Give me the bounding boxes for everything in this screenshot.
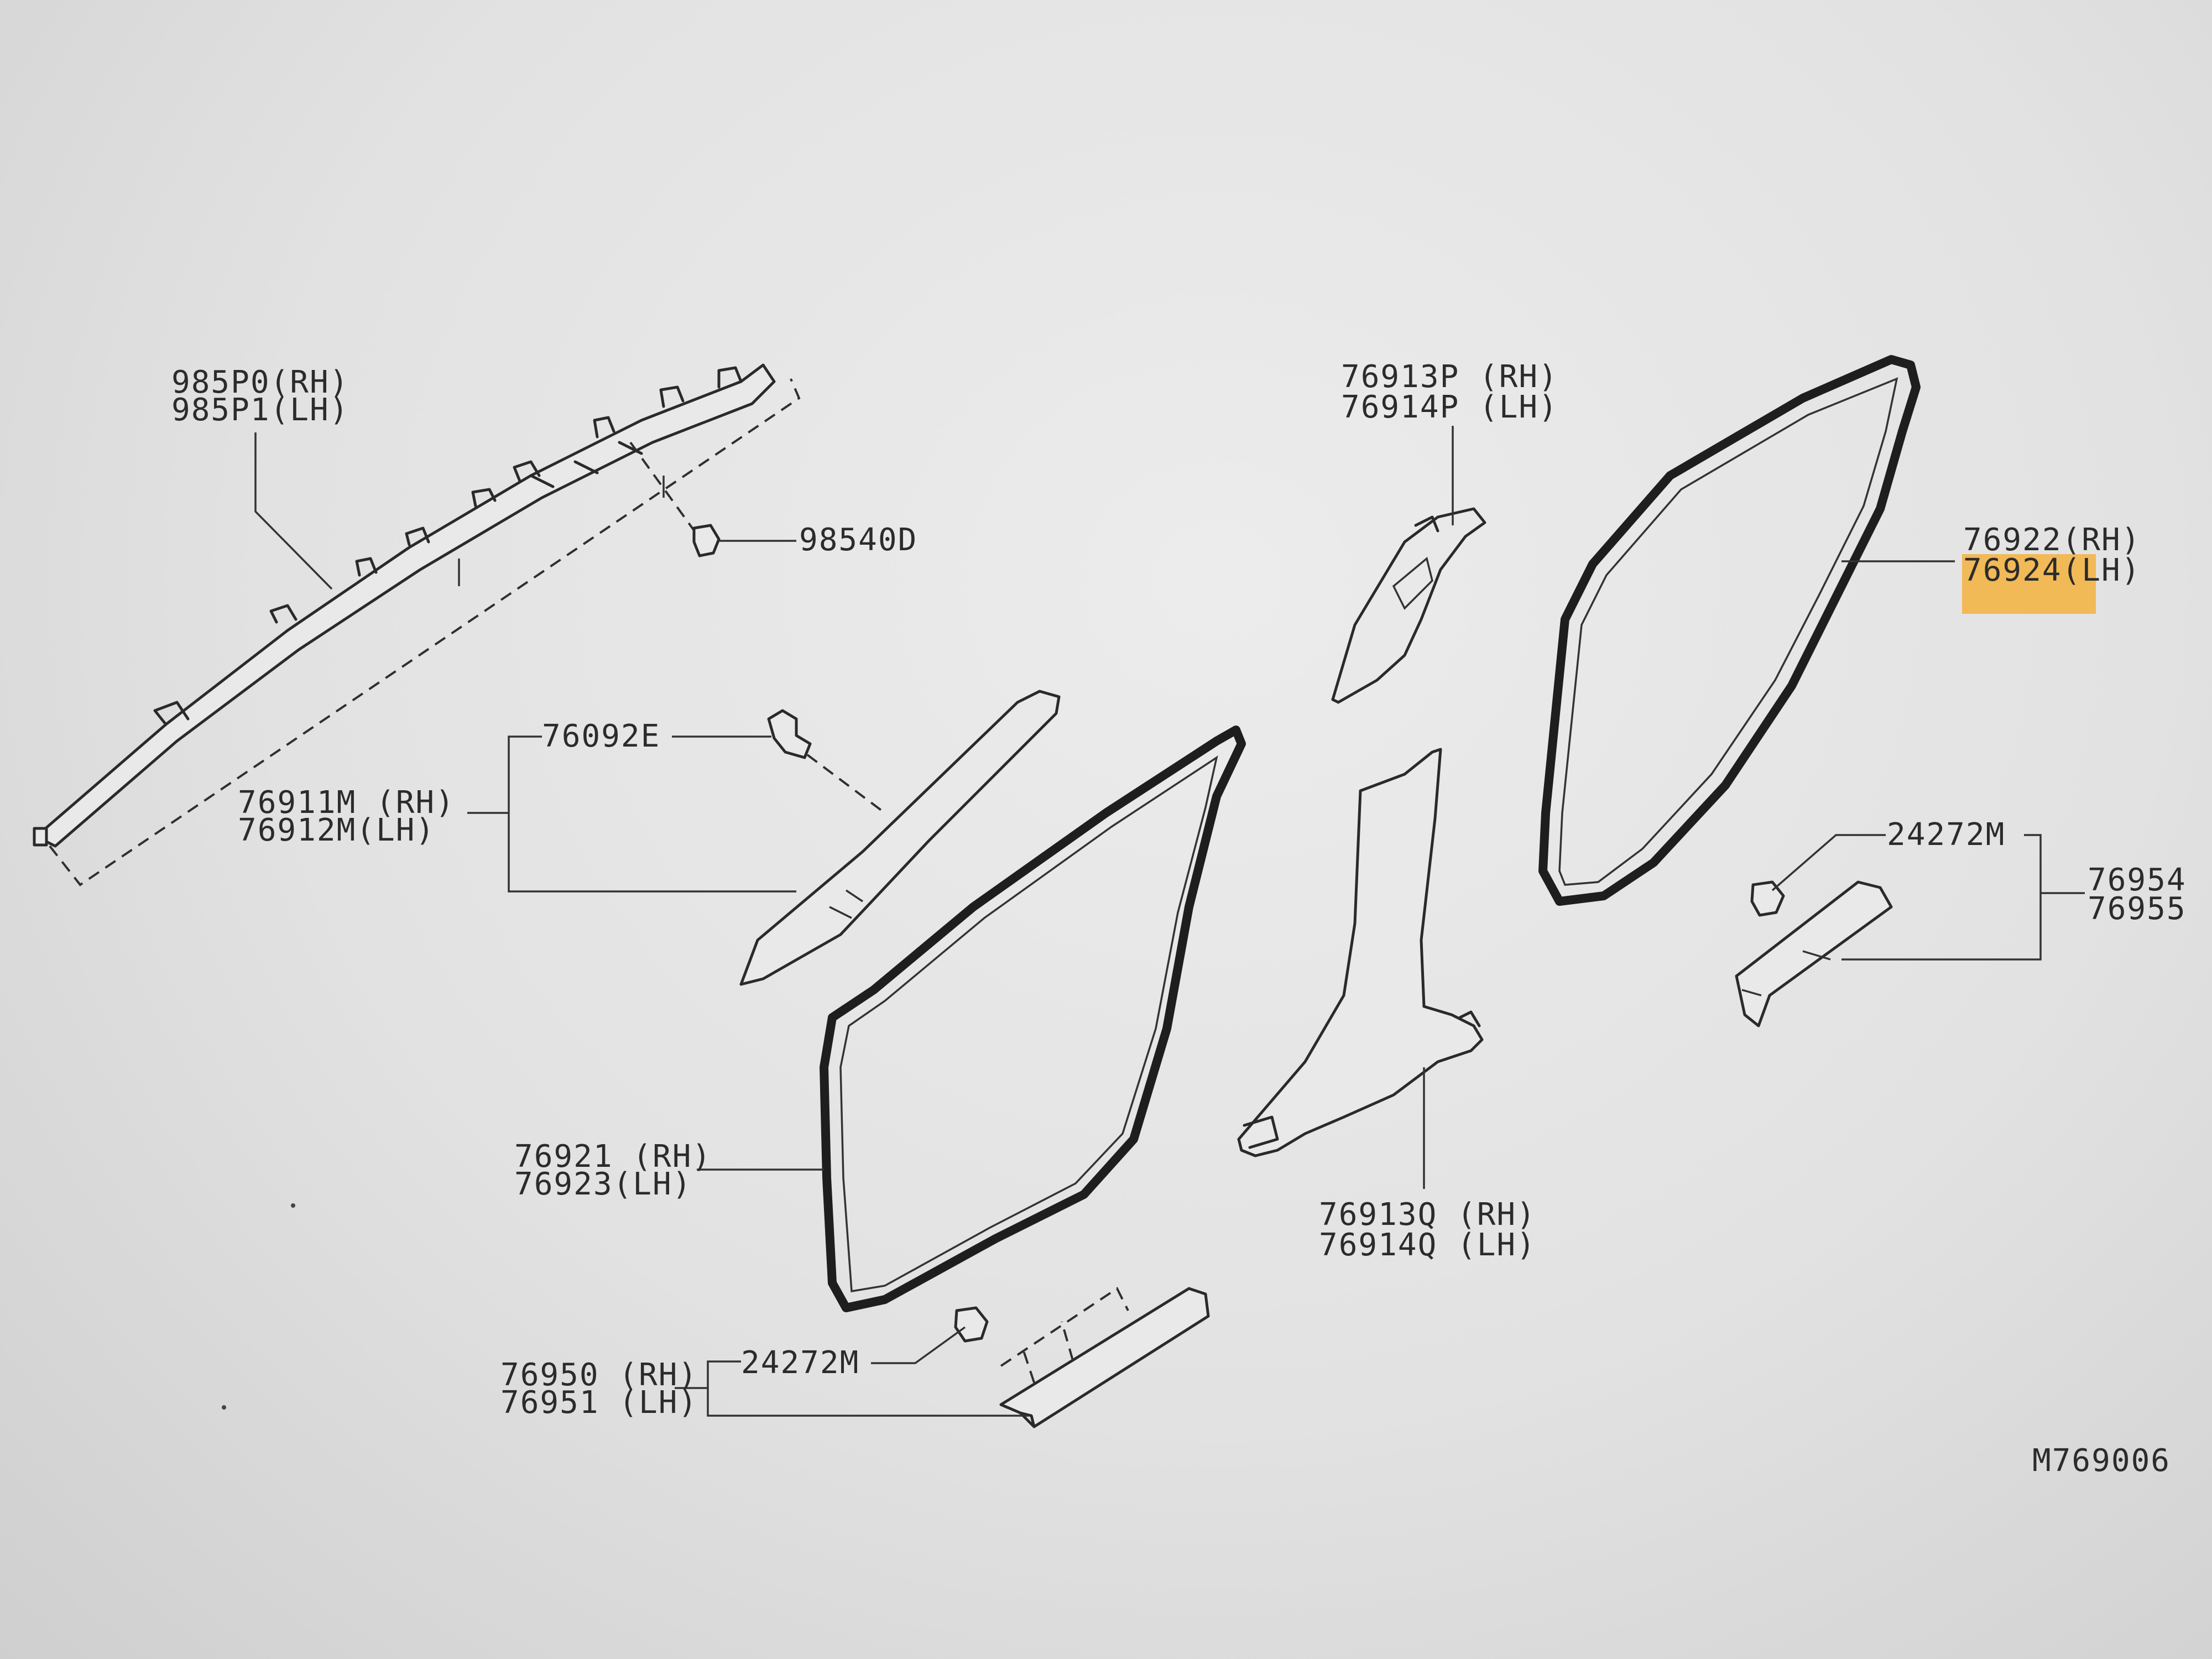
label-98540d: 98540D bbox=[799, 522, 917, 558]
label-76950-rh: 76950 (RH) bbox=[500, 1357, 698, 1393]
label-24272m-front: 24272M bbox=[741, 1345, 859, 1381]
label-76922-rh: 76922(RH) bbox=[1963, 522, 2141, 558]
label-76913q-rh: 76913Q (RH) bbox=[1319, 1197, 1536, 1233]
a-pillar-garnish[interactable] bbox=[739, 690, 1061, 986]
b-pillar-upper-garnish[interactable] bbox=[1331, 507, 1486, 704]
clip-24272m-front[interactable] bbox=[954, 1306, 989, 1343]
label-76924-lh: 76924(LH) bbox=[1963, 552, 2141, 588]
clip-24272m-rear[interactable] bbox=[1750, 880, 1785, 917]
rear-kicking-plate[interactable] bbox=[1735, 880, 1893, 1027]
label-985p0-rh: 985P0(RH) bbox=[171, 364, 349, 400]
front-door-weatherstrip[interactable] bbox=[820, 726, 1246, 1312]
speck bbox=[222, 1405, 226, 1410]
label-76913p-rh: 76913P (RH) bbox=[1341, 359, 1558, 395]
curtain-airbag-assembly[interactable] bbox=[33, 363, 776, 848]
label-76923-lh: 76923(LH) bbox=[514, 1166, 692, 1202]
b-pillar-lower-garnish[interactable] bbox=[1237, 748, 1484, 1157]
airbag-clip[interactable] bbox=[692, 524, 721, 557]
front-kicking-plate[interactable] bbox=[999, 1287, 1210, 1428]
label-76911m-rh: 76911M (RH) bbox=[238, 785, 455, 821]
label-76912m-lh: 76912M(LH) bbox=[238, 812, 435, 848]
label-76092e: 76092E bbox=[542, 718, 660, 754]
clip-76092e[interactable] bbox=[767, 709, 812, 759]
label-76914q-lh: 76914Q (LH) bbox=[1319, 1227, 1536, 1263]
label-985p1-lh: 985P1(LH) bbox=[171, 392, 349, 428]
label-76921-rh: 76921 (RH) bbox=[514, 1139, 712, 1175]
speck bbox=[291, 1203, 295, 1208]
label-76914p-lh: 76914P (LH) bbox=[1341, 389, 1558, 425]
rear-door-weatherstrip[interactable] bbox=[1538, 355, 1921, 906]
label-76954: 76954 ( bbox=[2088, 862, 2212, 898]
highlight-76924 bbox=[1962, 554, 2096, 614]
figure-code: M769006 bbox=[2032, 1443, 2171, 1479]
label-24272m-rear: 24272M bbox=[1887, 817, 2005, 853]
label-76951-lh: 76951 (LH) bbox=[500, 1385, 698, 1421]
label-76955: 76955 ( bbox=[2088, 891, 2212, 927]
